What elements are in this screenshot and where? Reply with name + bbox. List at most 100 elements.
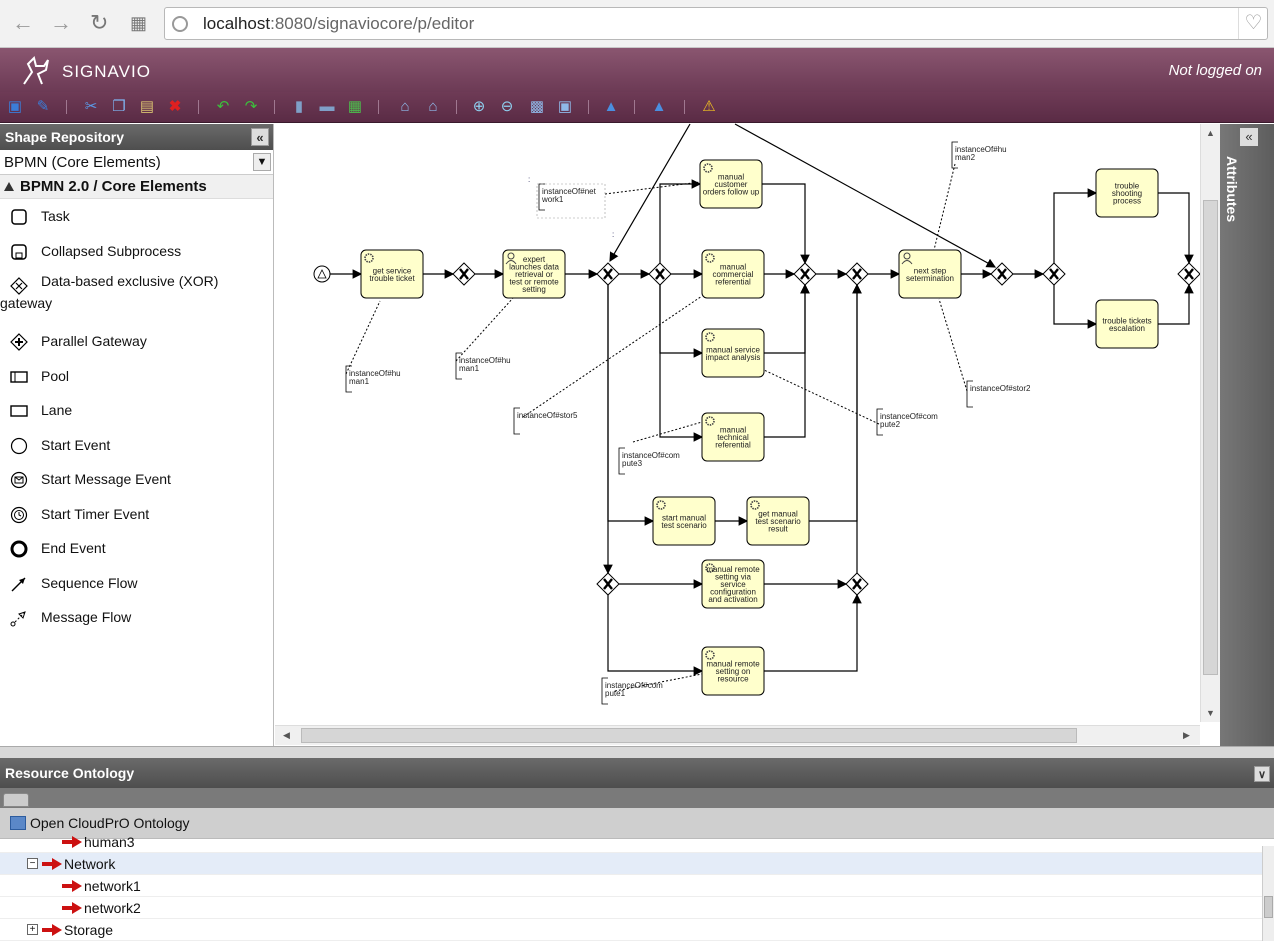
task-box[interactable]	[1095, 168, 1159, 218]
collapse-bottom-icon[interactable]: ∨	[1254, 766, 1270, 782]
ontology-scrollbar[interactable]	[1262, 846, 1274, 941]
shape-item-start-event[interactable]: Start Event	[0, 428, 273, 463]
task-box[interactable]	[502, 249, 566, 299]
reload-icon[interactable]: ↻	[90, 10, 109, 35]
gateway-x-icon[interactable]	[852, 578, 862, 590]
person-icon[interactable]	[903, 252, 911, 260]
shape-item-parallel-gateway[interactable]: Parallel Gateway	[0, 324, 273, 359]
scroll-right-icon[interactable]: ▶	[1183, 730, 1190, 740]
sequence-flow[interactable]	[734, 123, 997, 268]
ontology-tab[interactable]	[3, 793, 29, 807]
cut-icon[interactable]: ✂	[84, 98, 98, 115]
gear-icon[interactable]	[705, 416, 715, 426]
association-line[interactable]	[763, 369, 880, 425]
xor-gateway[interactable]	[793, 262, 817, 286]
shape-item-lane[interactable]: Lane	[0, 393, 273, 428]
annotation-bracket[interactable]	[876, 408, 883, 436]
task-box[interactable]	[898, 249, 962, 299]
person-body-icon[interactable]	[901, 260, 913, 265]
shape-item-pool[interactable]: Pool	[0, 359, 273, 394]
text-annotation[interactable]: instanceOf#network1	[538, 183, 597, 211]
tree-node[interactable]: +Storage	[0, 919, 1262, 941]
align-vertical-icon[interactable]: ▮	[294, 98, 304, 115]
gear-icon[interactable]	[705, 332, 715, 342]
zoom-out-icon[interactable]: ⊖	[500, 98, 514, 115]
task-box[interactable]	[360, 249, 424, 299]
xor-gateway[interactable]	[845, 572, 869, 596]
gateway-x-icon[interactable]	[603, 268, 613, 280]
xor-gateway[interactable]	[452, 262, 476, 286]
apps-icon[interactable]: ▦	[130, 13, 148, 33]
sequence-flow[interactable]	[659, 285, 704, 358]
start-event-triangle-icon[interactable]	[317, 269, 327, 279]
association-line[interactable]	[522, 295, 703, 418]
task-box[interactable]	[1095, 299, 1159, 349]
layout-icon[interactable]: ▲	[603, 98, 619, 115]
task-box[interactable]	[701, 328, 765, 378]
sequence-flow[interactable]	[607, 595, 704, 676]
gear-icon[interactable]	[656, 500, 666, 510]
expand-node-icon[interactable]: +	[27, 924, 38, 935]
paste-icon[interactable]: ▤	[139, 98, 155, 115]
shape-item-message-flow[interactable]: Message Flow	[0, 600, 273, 635]
sequence-flow[interactable]	[809, 283, 862, 522]
sequence-flow[interactable]	[1158, 192, 1194, 265]
person-icon[interactable]	[507, 252, 515, 260]
shape-item-end-event[interactable]: End Event	[0, 531, 273, 566]
syntax-check-icon[interactable]: ⚠	[702, 98, 716, 115]
stencil-select[interactable]: BPMN (Core Elements)▼	[0, 150, 273, 175]
align-horizontal-icon[interactable]: ▬	[319, 98, 335, 115]
gear-icon[interactable]	[705, 650, 715, 660]
sequence-flow[interactable]	[659, 179, 702, 263]
sequence-flow[interactable]	[609, 123, 691, 263]
canvas-vertical-scrollbar[interactable]: ▲ ▼	[1200, 124, 1220, 722]
task-box[interactable]	[701, 249, 765, 299]
collapse-left-icon[interactable]: «	[251, 128, 269, 146]
gear-icon[interactable]	[750, 500, 760, 510]
docker-marker[interactable]: :	[528, 175, 530, 184]
scroll-up-icon[interactable]: ▲	[1206, 128, 1215, 138]
back-icon[interactable]: ←	[12, 10, 34, 35]
url-bar[interactable]: localhost:8080/signaviocore/p/editor	[164, 7, 1268, 40]
person-body-icon[interactable]	[505, 260, 517, 265]
gateway-x-icon[interactable]	[1184, 268, 1194, 280]
xor-gateway[interactable]	[1177, 262, 1201, 286]
xor-gateway[interactable]	[596, 572, 620, 596]
sequence-flow[interactable]	[764, 283, 810, 438]
ontology-scroll-thumb[interactable]	[1264, 896, 1273, 918]
shape-item-start-message-event[interactable]: Start Message Event	[0, 462, 273, 497]
sequence-flow[interactable]	[762, 183, 810, 265]
xor-gateway[interactable]	[990, 262, 1014, 286]
shape-item-xor-gateway[interactable]: Data-based exclusive (XOR) gateway	[0, 268, 273, 324]
sequence-flow[interactable]	[764, 593, 862, 672]
association-line[interactable]	[345, 300, 381, 375]
gear-icon[interactable]	[705, 253, 715, 263]
bpmn-diagram[interactable]: instanceOf#human1instanceOf#human1instan…	[275, 123, 1201, 724]
gateway-x-icon[interactable]	[800, 268, 810, 280]
association-line[interactable]	[938, 298, 968, 392]
tree-node[interactable]: human3	[0, 831, 1262, 853]
annotation-bracket[interactable]	[601, 677, 608, 705]
chevron-down-icon[interactable]: ▼	[253, 153, 271, 171]
undo-icon[interactable]: ↶	[216, 98, 230, 115]
collapse-triangle-icon[interactable]	[4, 182, 14, 191]
annotation-bracket[interactable]	[455, 352, 462, 380]
sequence-flow[interactable]	[1158, 283, 1194, 325]
sequence-flow[interactable]	[764, 283, 810, 354]
shape-item-sequence-flow[interactable]: Sequence Flow	[0, 566, 273, 601]
sequence-flow[interactable]	[1053, 188, 1098, 263]
tree-node[interactable]: −Network	[0, 853, 1262, 875]
association-line[interactable]	[933, 163, 956, 251]
gateway-x-icon[interactable]	[852, 268, 862, 280]
text-annotation[interactable]: instanceOf#stor5	[513, 407, 578, 435]
